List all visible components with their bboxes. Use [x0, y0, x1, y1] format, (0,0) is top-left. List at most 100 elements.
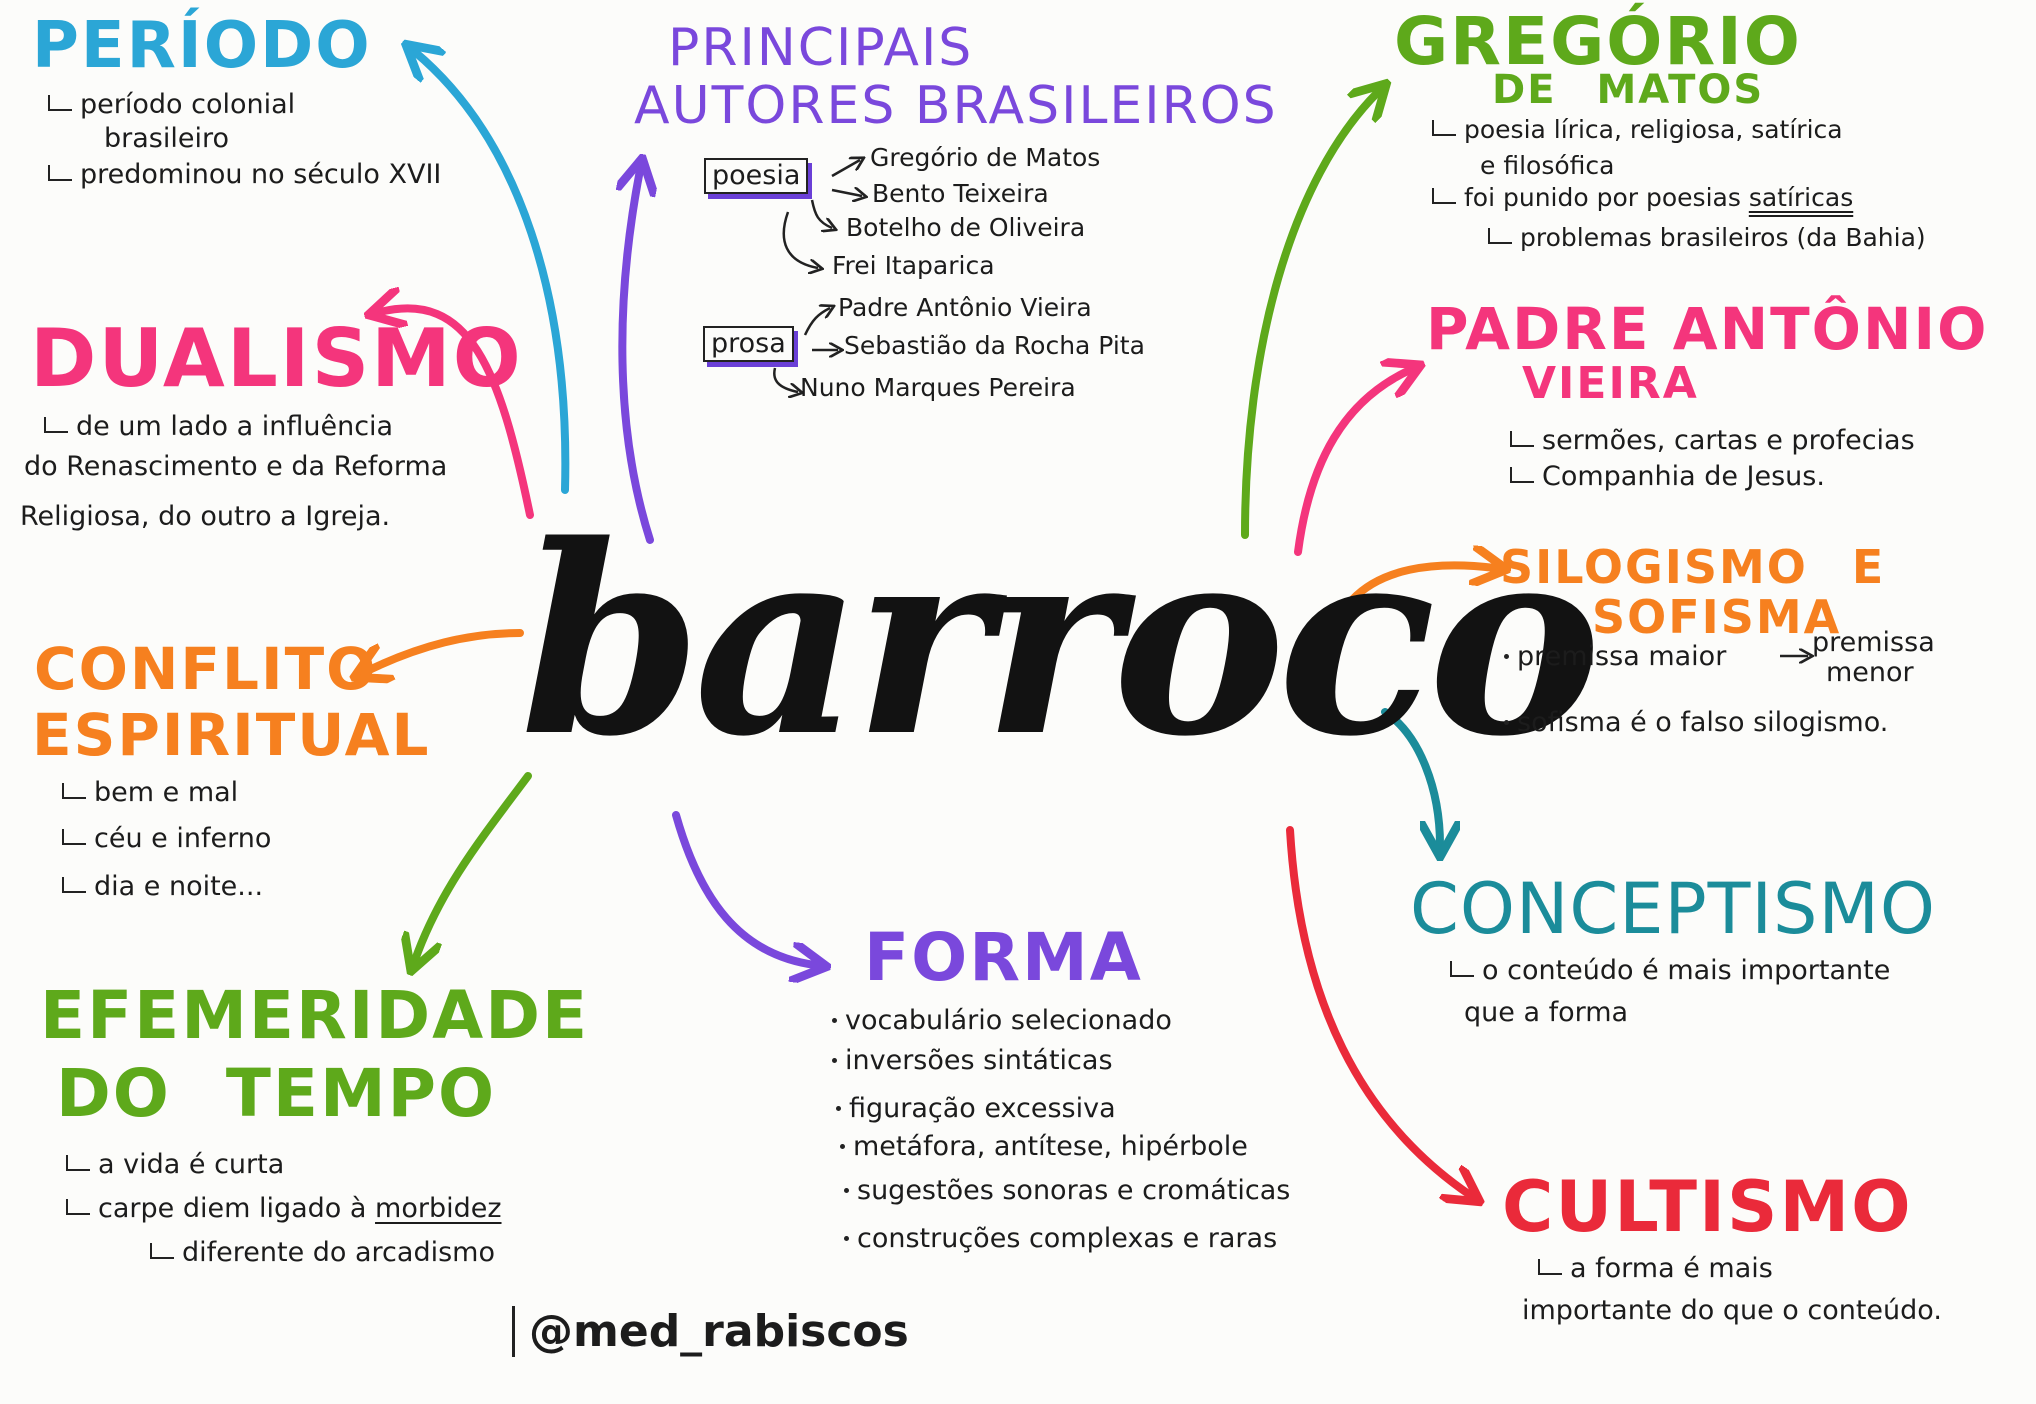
- vieira-title-1: PADRE ANTÔNIO: [1426, 295, 1989, 363]
- bullet-icon: [844, 1188, 849, 1193]
- gregorio-line-1: poesia lírica, religiosa, satírica: [1432, 114, 1843, 145]
- forma-item-1: vocabulário selecionado: [832, 1004, 1172, 1038]
- conceptismo-title: CONCEPTISMO: [1410, 868, 1936, 950]
- silogismo-line-1b: premissa: [1812, 627, 1935, 658]
- poesia-author-2: Bento Teixeira: [872, 179, 1049, 208]
- hook-arrow-icon: [48, 165, 72, 181]
- bullet-icon: [1504, 654, 1509, 659]
- poesia-arrow-4: [782, 211, 818, 268]
- hook-arrow-icon: [66, 1199, 90, 1215]
- efemeridade-line-3: diferente do arcadismo: [150, 1236, 495, 1270]
- gregorio-title-1: GREGÓRIO: [1394, 3, 1802, 80]
- forma-title: FORMA: [864, 919, 1143, 996]
- hook-arrow-icon: [48, 95, 72, 111]
- efemeridade-title-2: DO TEMPO: [56, 1055, 497, 1132]
- dualismo-line-1: de um lado a influência: [44, 410, 393, 444]
- autores-title-1: PRINCIPAIS: [668, 18, 974, 78]
- periodo-line-1: período colonial: [48, 88, 295, 122]
- arrow-to-conflito: [365, 629, 524, 672]
- prosa-arrow-3: [773, 367, 798, 392]
- poesia-arrow-2: [831, 190, 862, 196]
- prosa-author-1: Padre Antônio Vieira: [838, 293, 1092, 322]
- poesia-arrow-1: [831, 160, 860, 178]
- hook-arrow-icon: [1538, 1259, 1562, 1275]
- periodo-line-3: predominou no século XVII: [48, 158, 441, 192]
- hook-arrow-icon: [62, 783, 86, 799]
- hook-arrow-icon: [62, 877, 86, 893]
- silogismo-title-1: SILOGISMO E: [1500, 540, 1886, 594]
- conceptismo-line-2: que a forma: [1464, 997, 1629, 1028]
- cultismo-line-1: a forma é mais: [1538, 1252, 1773, 1286]
- forma-item-4: metáfora, antítese, hipérbole: [840, 1130, 1248, 1164]
- gregorio-line-3: foi punido por poesias satíricas: [1432, 182, 1853, 213]
- arrow-to-conceptismo: [1381, 708, 1440, 845]
- hook-arrow-icon: [1432, 188, 1456, 204]
- gregorio-title-2: DE MATOS: [1492, 67, 1765, 113]
- conflito-title-2: ESPIRITUAL: [32, 701, 431, 769]
- bullet-icon: [836, 1106, 841, 1111]
- arrow-to-efemeridade: [415, 772, 532, 960]
- forma-item-3: figuração excessiva: [836, 1092, 1116, 1126]
- cultismo-title: CULTISMO: [1502, 1166, 1913, 1248]
- hook-arrow-icon: [1450, 961, 1474, 977]
- dualismo-title: DUALISMO: [30, 312, 523, 405]
- gregorio-line-4: problemas brasileiros (da Bahia): [1488, 222, 1926, 253]
- conceptismo-line-1: o conteúdo é mais importante: [1450, 954, 1890, 988]
- prosa-arrow-1: [803, 308, 830, 336]
- hook-arrow-icon: [150, 1243, 174, 1259]
- poesia-arrow-3: [810, 199, 832, 228]
- author-handle: @med_rabiscos: [512, 1306, 909, 1357]
- cultismo-line-2: importante do que o conteúdo.: [1522, 1295, 1942, 1326]
- efemeridade-line-1: a vida é curta: [66, 1148, 284, 1182]
- bullet-icon: [832, 1058, 837, 1063]
- poesia-label: poesia: [704, 158, 809, 195]
- hook-arrow-icon: [1432, 120, 1456, 136]
- forma-item-2: inversões sintáticas: [832, 1044, 1113, 1078]
- hook-arrow-icon: [1488, 228, 1512, 244]
- periodo-title: PERÍODO: [32, 9, 372, 83]
- arrow-to-forma: [672, 811, 815, 965]
- forma-item-6: construções complexas e raras: [844, 1222, 1277, 1256]
- poesia-author-1: Gregório de Matos: [870, 143, 1101, 172]
- arrow-to-periodo: [415, 52, 570, 494]
- vieira-line-2: Companhia de Jesus.: [1510, 460, 1825, 494]
- arrow-to-silogismo: [1348, 565, 1495, 604]
- prosa-author-2: Sebastião da Rocha Pita: [844, 331, 1145, 360]
- efemeridade-title-1: EFEMERIDADE: [40, 977, 590, 1054]
- arrow-to-vieira: [1294, 370, 1410, 556]
- arrow-to-cultismo: [1286, 826, 1470, 1195]
- hook-arrow-icon: [66, 1155, 90, 1171]
- prosa-author-3: Nuno Marques Pereira: [800, 373, 1076, 402]
- silogismo-line-1: premissa maior: [1504, 640, 1726, 674]
- vieira-line-1: sermões, cartas e profecias: [1510, 424, 1915, 458]
- bullet-icon: [840, 1144, 845, 1149]
- silogismo-line-1c: menor: [1826, 657, 1914, 688]
- arrow-to-dualismo: [380, 308, 534, 519]
- conflito-line-3: dia e noite...: [62, 870, 263, 904]
- arrow-to-gregorio: [1241, 92, 1378, 539]
- conflito-line-1: bem e mal: [62, 776, 238, 810]
- dualismo-line-2: do Renascimento e da Reforma: [24, 451, 448, 482]
- autores-title-2: AUTORES BRASILEIROS: [634, 76, 1278, 136]
- periodo-line-2: brasileiro: [104, 123, 229, 154]
- hook-arrow-icon: [62, 829, 86, 845]
- silogismo-line-2: sofisma é o falso silogismo.: [1504, 706, 1888, 740]
- hook-arrow-icon: [1510, 467, 1534, 483]
- center-title: barroco: [520, 489, 1601, 794]
- gregorio-line-2: e filosófica: [1480, 151, 1615, 180]
- conflito-title-1: CONFLITO: [34, 635, 378, 703]
- efemeridade-line-2: carpe diem ligado à morbidez: [66, 1192, 502, 1226]
- vieira-title-2: VIEIRA: [1522, 358, 1699, 409]
- poesia-author-3: Botelho de Oliveira: [846, 213, 1086, 242]
- hook-arrow-icon: [1510, 431, 1534, 447]
- prosa-label: prosa: [703, 326, 794, 363]
- forma-item-5: sugestões sonoras e cromáticas: [844, 1174, 1290, 1208]
- hook-arrow-icon: [44, 417, 68, 433]
- conflito-line-2: céu e inferno: [62, 822, 271, 856]
- bullet-icon: [832, 1018, 837, 1023]
- dualismo-line-3: Religiosa, do outro a Igreja.: [20, 501, 391, 532]
- bullet-icon: [1504, 720, 1509, 725]
- arrow-to-autores: [622, 170, 650, 544]
- silogismo-title-2: SOFISMA: [1592, 590, 1842, 644]
